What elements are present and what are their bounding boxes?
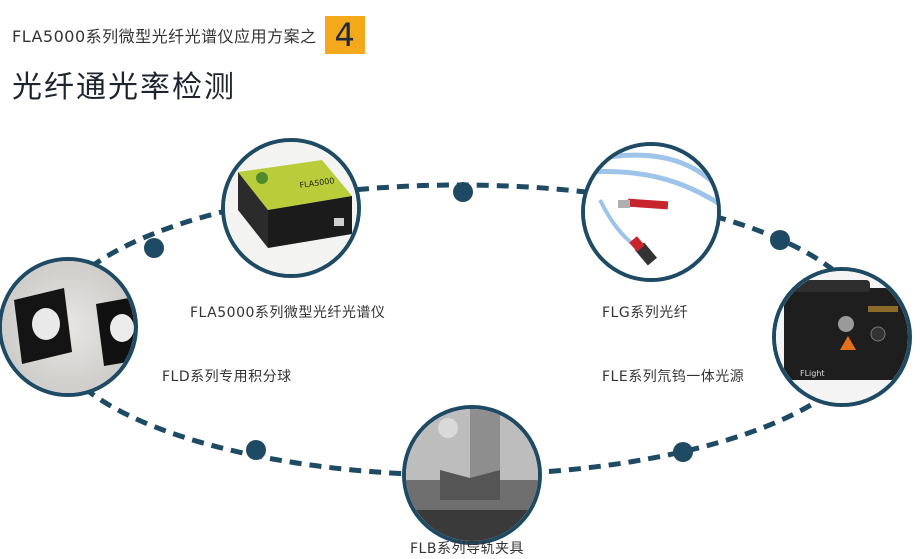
rail-clamp-image (402, 405, 542, 545)
spectrometer-image: FLA5000 (221, 138, 361, 278)
orbit-dot (453, 182, 473, 202)
label-integrating-sphere: FLD系列专用积分球 (162, 369, 292, 385)
label-rail-clamp: FLB系列导轨夹具 (410, 541, 524, 557)
case-number-badge: 4 (324, 16, 365, 54)
orbit-dot (770, 230, 790, 250)
orbit-dot (144, 238, 164, 258)
light-source-brand-text: FLight (800, 369, 825, 378)
page-title: 光纤通光率检测 (12, 70, 236, 105)
fiber-image (581, 142, 721, 282)
label-spectrometer: FLA5000系列微型光纤光谱仪 (190, 305, 386, 321)
light-source-image: FLight (772, 267, 912, 407)
header-subtitle: FLA5000系列微型光纤光谱仪应用方案之 (12, 27, 317, 46)
label-light-source: FLE系列氘钨一体光源 (602, 369, 745, 385)
orbit-dot (673, 442, 693, 462)
label-fiber: FLG系列光纤 (602, 305, 689, 321)
integrating-sphere-image (0, 257, 138, 397)
orbit-dot (246, 440, 266, 460)
header-line: FLA5000系列微型光纤光谱仪应用方案之 4 (12, 16, 365, 54)
